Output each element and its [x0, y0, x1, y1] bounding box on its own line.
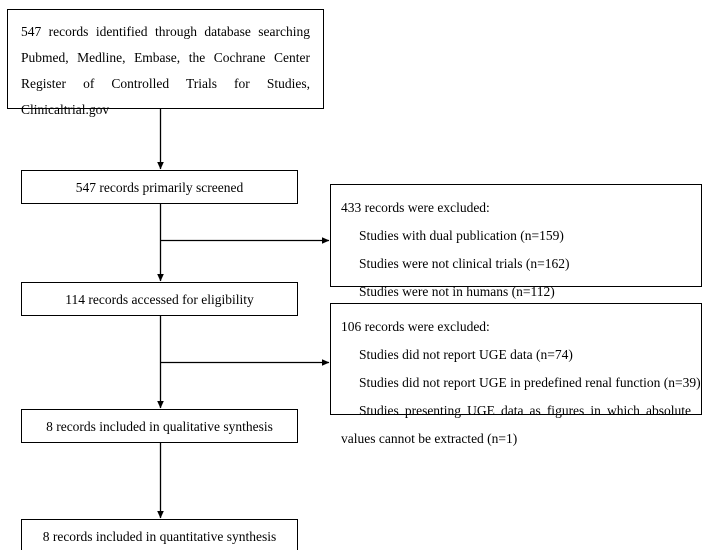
box-qualitative-synthesis-text: 8 records included in qualitative synthe… — [46, 418, 273, 434]
exclusions-eligibility-item-2: Studies did not report UGE in predefined… — [359, 375, 701, 390]
box-exclusions-screening: 433 records were excluded: Studies with … — [330, 184, 702, 299]
box-quantitative-synthesis-text: 8 records included in quantitative synth… — [42, 528, 277, 544]
box-records-screened: 547 records primarily screened — [21, 170, 298, 204]
exclusions-eligibility-heading: 106 records were excluded: — [341, 319, 490, 334]
box-qualitative-synthesis: 8 records included in qualitative synthe… — [21, 409, 298, 443]
exclusions-screening-item-3: Studies were not in humans (n=112) — [359, 284, 555, 299]
exclusions-screening-item-1: Studies with dual publication (n=159) — [359, 228, 564, 243]
box-exclusions-eligibility: 106 records were excluded: Studies did n… — [330, 303, 702, 446]
exclusions-screening-item-2: Studies were not clinical trials (n=162) — [359, 256, 570, 271]
exclusions-screening-heading: 433 records were excluded: — [341, 200, 490, 215]
box-quantitative-synthesis: 8 records included in quantitative synth… — [21, 519, 298, 550]
exclusions-eligibility-item-3: Studies presenting UGE data as figures i… — [341, 403, 691, 446]
box-records-screened-text: 547 records primarily screened — [75, 179, 244, 195]
box-records-identified-text: 547 records identified through database … — [21, 24, 310, 117]
box-records-eligibility-text: 114 records accessed for eligibility — [65, 291, 254, 307]
box-records-eligibility: 114 records accessed for eligibility — [21, 282, 298, 316]
box-records-identified: 547 records identified through database … — [7, 9, 324, 117]
exclusions-eligibility-item-1: Studies did not report UGE data (n=74) — [359, 347, 573, 362]
